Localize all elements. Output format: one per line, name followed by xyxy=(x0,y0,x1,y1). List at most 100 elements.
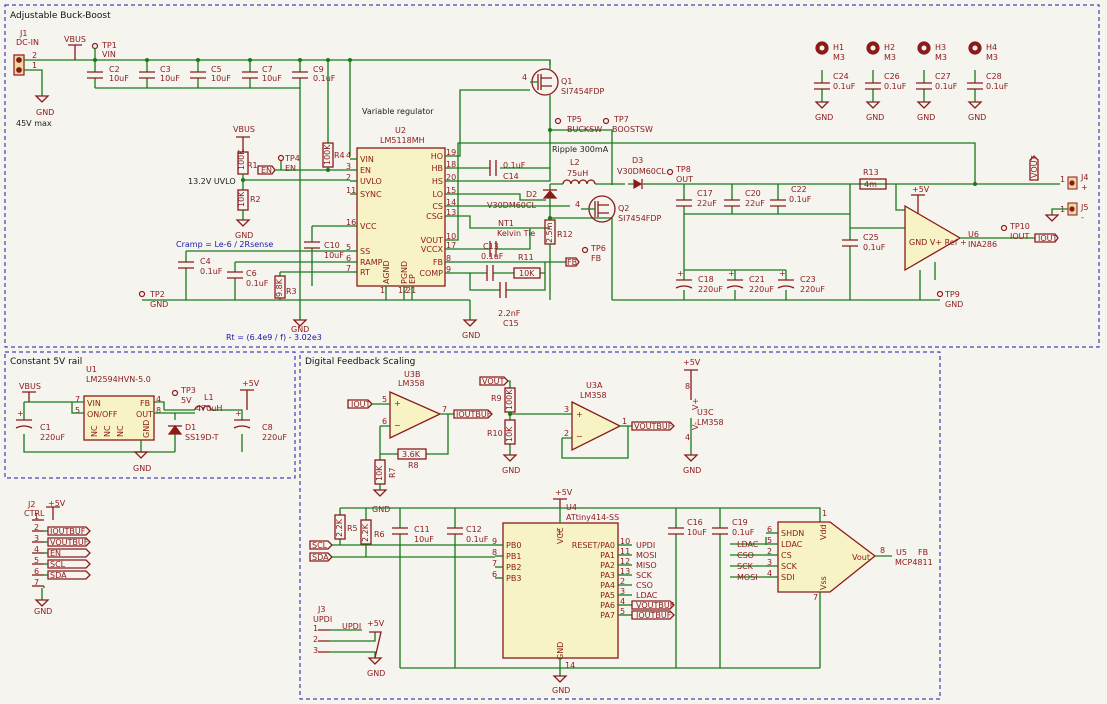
j2-net-label-1 xyxy=(47,526,91,536)
u3b-ref: U3B xyxy=(404,370,420,379)
resistor-r6[interactable] xyxy=(360,519,372,545)
u2-pinname-vcc: VCC xyxy=(360,222,377,231)
diode-d2[interactable] xyxy=(542,190,558,199)
u3a-plus: + xyxy=(576,410,583,419)
u5-pinname-sck: SCK xyxy=(781,562,798,571)
c21-value: 220uF xyxy=(749,285,774,294)
section-title-5v: Constant 5V rail xyxy=(10,357,82,367)
input-capacitors xyxy=(87,58,308,89)
j3-ref: J3 xyxy=(317,605,325,614)
c8-value: 220uF xyxy=(262,433,287,442)
tp8[interactable] xyxy=(666,168,674,176)
c13-value: 0.1uF xyxy=(481,252,504,261)
resistor-r13[interactable] xyxy=(859,178,887,190)
u2-pinnum-8: 8 xyxy=(446,254,451,263)
tp9-value: GND xyxy=(945,300,963,309)
j3-value: UPDI xyxy=(313,615,332,624)
tp10[interactable] xyxy=(1000,224,1008,232)
j2-net-label-3 xyxy=(47,548,91,558)
u4-pinnum-12: 12 xyxy=(620,557,630,566)
mosfet-q1[interactable] xyxy=(530,60,559,130)
u2-pinnum-3: 3 xyxy=(346,162,351,171)
u5-pinnum-3: 3 xyxy=(767,558,772,567)
c4-value: 0.1uF xyxy=(200,267,223,276)
u2-right-pins: 19HO18HB20HS15LO14CS13CSG10VOUT17VCCX8FB… xyxy=(419,148,456,278)
inductor-l2[interactable] xyxy=(562,179,596,185)
j1-value: DC-IN xyxy=(16,38,39,47)
j2-pinnum-4: 4 xyxy=(34,545,39,554)
frame-5v-rail xyxy=(4,351,296,479)
tp1[interactable] xyxy=(91,42,99,61)
d1-value: SS19D-T xyxy=(185,433,219,442)
j2-pinnum-6: 6 xyxy=(34,567,39,576)
resistor-r10[interactable] xyxy=(504,419,516,445)
gnd-j3: GND xyxy=(367,669,385,678)
gnd-label-mid: GND xyxy=(291,325,309,334)
u2-pinname-lo: LO xyxy=(433,190,443,199)
tp5[interactable] xyxy=(554,117,562,125)
u4-pinname-5: PA7 xyxy=(600,611,615,620)
r4-ref: R4 xyxy=(334,151,345,160)
j2-pinnum-1: 1 xyxy=(34,512,39,521)
resistor-r5[interactable] xyxy=(334,514,346,540)
u4-pinnum-11: 11 xyxy=(620,547,630,556)
u2-pinnum-14: 14 xyxy=(446,198,456,207)
tp5-value: BUCKSW xyxy=(567,125,602,134)
ic-u5-mcp4811[interactable] xyxy=(777,521,877,593)
u4-pinnum-8: 8 xyxy=(492,548,497,557)
u2-pinname-vccx: VCCX xyxy=(421,245,444,254)
ic-u1-lm2594[interactable] xyxy=(83,395,155,441)
u4-pinnum-5: 5 xyxy=(620,607,625,616)
tp9[interactable] xyxy=(936,290,944,298)
resistor-r8[interactable] xyxy=(397,448,427,460)
q1-value: SI7454FDP xyxy=(561,87,605,96)
mosfet-q2[interactable] xyxy=(581,195,616,223)
r6-value: 2.2K xyxy=(361,523,370,542)
u3c-value: LM358 xyxy=(697,418,724,427)
connector-j1[interactable] xyxy=(13,54,25,76)
opamp-u3a[interactable] xyxy=(571,400,622,452)
c18-value: 220uF xyxy=(698,285,723,294)
u2-pinname-ep: EP xyxy=(408,274,417,284)
net-label-iout-u3b xyxy=(347,399,373,409)
connector-j5[interactable] xyxy=(1067,202,1078,216)
u6-pins: GND V+ Ref + xyxy=(909,238,967,247)
c4-ref: C4 xyxy=(200,257,211,266)
c23-plus: + xyxy=(779,269,786,278)
u1-num-4: 4 xyxy=(156,395,161,404)
connector-j4[interactable] xyxy=(1067,176,1078,190)
j2-net-5v: +5V xyxy=(48,499,66,508)
resistor-r11[interactable] xyxy=(513,267,541,279)
r13-ref: R13 xyxy=(863,168,879,177)
j4-sign: + xyxy=(1081,183,1088,192)
r7-value: 10K xyxy=(375,465,384,481)
resistor-r3[interactable] xyxy=(274,275,286,299)
h4-ref: H4 xyxy=(986,43,997,52)
tp2[interactable] xyxy=(138,290,146,298)
gnd-u3c: GND xyxy=(683,466,701,475)
r3-value: 9.8K xyxy=(275,278,284,297)
tp7[interactable] xyxy=(602,117,610,125)
tp3[interactable] xyxy=(171,389,179,397)
ic-u6-ina286[interactable] xyxy=(904,204,962,272)
c2-value: 10uF xyxy=(109,74,129,83)
tp4[interactable] xyxy=(277,154,285,171)
opamp-u3b[interactable] xyxy=(389,391,442,440)
ic-u4-attiny414[interactable] xyxy=(502,522,619,659)
voutbuf-u3a-text: VOUTBUF xyxy=(634,422,673,431)
connector-j3[interactable] xyxy=(318,629,330,653)
r8-ref: R8 xyxy=(408,461,419,470)
u3a-pin1: 1 xyxy=(622,417,627,426)
u1-value: LM2594HVN-5.0 xyxy=(86,375,151,384)
c9-ref: C9 xyxy=(313,65,324,74)
ic-u2-lm5118[interactable] xyxy=(356,147,446,287)
u4-vcc: VCC xyxy=(556,527,565,544)
c28-value: 0.1uF xyxy=(986,82,1009,91)
u3a-pin3: 3 xyxy=(564,405,569,414)
plus5v-j3: +5V xyxy=(367,619,385,628)
inductor-l1[interactable] xyxy=(194,405,212,411)
gnd-comp: GND xyxy=(462,331,480,340)
tp6[interactable] xyxy=(581,246,589,254)
diode-d1[interactable] xyxy=(167,425,183,435)
